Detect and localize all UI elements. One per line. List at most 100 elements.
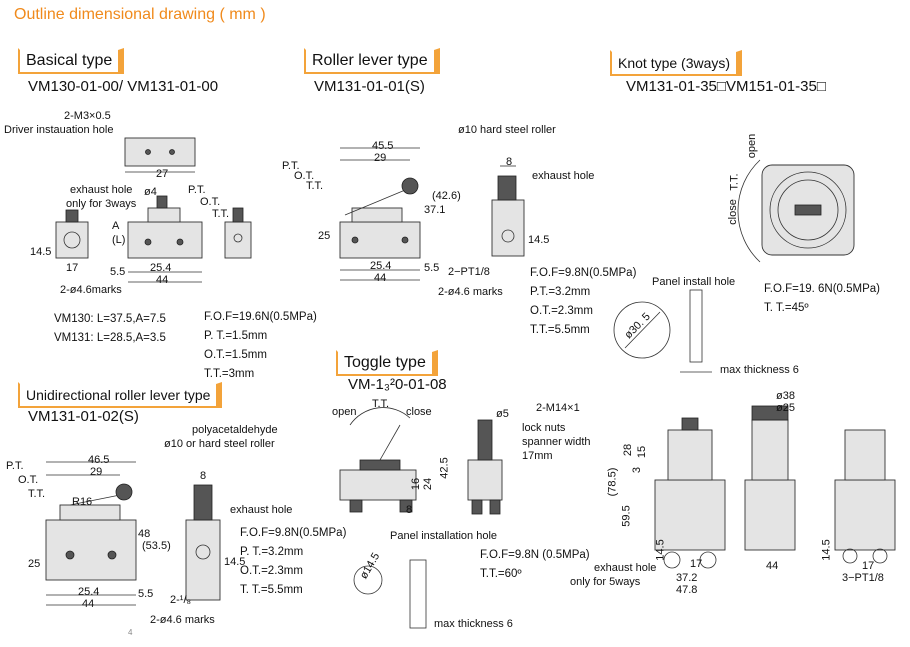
basical-side-view (55, 209, 89, 259)
dim-basical-0: 27 (156, 168, 169, 180)
label-lock3: 17mm (522, 450, 553, 462)
label-close-knot: close (726, 199, 739, 225)
label-m14: 2-M14×1 (536, 402, 580, 414)
dim-roller-8: 8 (506, 156, 513, 168)
label-exhaust-roller: exhaust hole (532, 170, 595, 182)
dim-basical-1: 14.5 (30, 246, 52, 258)
dim-basical-3: 25.4 (150, 262, 172, 274)
specs-knot: F.O.F=19. 6N(0.5MPa) T. T.=45º (764, 280, 880, 318)
label-driver-hole: Driver instauation hole (4, 124, 114, 136)
roller-front-view (339, 147, 421, 281)
spec-basical-fof: F.O.F=19.6N(0.5MPa) (204, 311, 317, 323)
dim-unidir-8: 5.5 (138, 588, 154, 600)
basical-top-view (124, 137, 196, 173)
dim-knot-1: 59.5 (620, 505, 633, 527)
dim-unidir-2: R16 (72, 496, 93, 508)
dim-unidir-4: (53.5) (142, 540, 171, 552)
label-m3: 2-M3×0.5 (64, 110, 111, 122)
dim-roller-1: 29 (374, 152, 387, 164)
dim-unidir-9: 8 (200, 470, 207, 482)
dim-toggle-2: 16 (410, 477, 423, 491)
dim-knot-10: 14.5 (820, 539, 833, 561)
basical-front-view (127, 195, 203, 283)
label-open-knot: open (746, 133, 759, 159)
roller-side-view (491, 165, 525, 257)
label-panel-knot: Panel install hole (652, 276, 736, 288)
label-marks-unidir: 2-ø4.6 marks (150, 614, 215, 626)
dim-roller-6: 44 (374, 272, 387, 284)
dim-basical-8: P.T. (188, 184, 206, 196)
notes-basical: VM130: L=37.5,A=7.5 VM131: L=28.5,A=3.5 (54, 310, 166, 348)
dim-unidir-12: O.T. (18, 474, 39, 486)
note-vm131: VM131: L=28.5,A=3.5 (54, 332, 166, 344)
model-unidirectional: VM131-01-02(S) (28, 408, 139, 425)
section-heading-unidirectional: Unidirectional roller lever type (18, 382, 223, 408)
dim-unidir-10: 14.5 (224, 556, 246, 568)
dim-unidir-0: 46.5 (88, 454, 110, 466)
spec-roller-fof: F.O.F=9.8N(0.5MPa) (530, 267, 637, 279)
dim-unidir-11: P.T. (6, 460, 24, 472)
footer-mark: 4 (128, 628, 133, 637)
toggle-side-view (467, 419, 503, 515)
label-poly1: polyacetaldehyde (192, 424, 278, 436)
spec-knot-tt: T. T.=45º (764, 302, 809, 314)
spec-basical-ot: O.T.=1.5mm (204, 349, 267, 361)
label-pt-unidir: 2-¹/₈ (170, 594, 192, 606)
dim-knot-5: 14.5 (654, 539, 667, 561)
knot-side-detail (744, 405, 796, 551)
dim-knot-0: (78.5) (606, 467, 619, 497)
dim-basical-6: (L) (112, 234, 126, 246)
dim-knot-11: 17 (862, 560, 875, 572)
dim-basical-5: 5.5 (110, 266, 126, 278)
dim-toggle-3: 8 (406, 504, 413, 516)
label-tt-knot: T.T. (728, 173, 741, 191)
dim-unidir-13: T.T. (28, 488, 46, 500)
section-heading-roller: Roller lever type (304, 48, 440, 74)
knot-side-detail-2 (834, 429, 896, 564)
dim-roller-3: (42.6) (432, 190, 461, 202)
section-heading-basical: Basical type (18, 48, 125, 74)
panel-hole-toggle (353, 559, 427, 629)
dim-basical-2: 17 (66, 262, 79, 274)
model-roller: VM131-01-01(S) (314, 78, 425, 95)
label-open-toggle: open (332, 406, 357, 418)
note-vm130: VM130: L=37.5,A=7.5 (54, 313, 166, 325)
knot-top-view (737, 159, 855, 263)
label-pt-roller: 2−PT1/8 (448, 266, 490, 278)
specs-roller: F.O.F=9.8N(0.5MPa) P.T.=3.2mm O.T.=2.3mm… (530, 264, 636, 340)
dim-knot-8: 47.8 (676, 584, 698, 596)
dim-unidir-6: 25.4 (78, 586, 100, 598)
spec-roller-ot: O.T.=2.3mm (530, 305, 593, 317)
label-exhaust-knot: exhaust hole (594, 562, 657, 574)
panel-hole-knot (613, 289, 712, 373)
label-panel-toggle: Panel installation hole (390, 530, 498, 542)
dim-knot-7: 37.2 (676, 572, 698, 584)
dim-knot-4: 3 (631, 466, 644, 474)
spec-basical-tt: T.T.=3mm (204, 368, 255, 380)
dim-basical-9: O.T. (200, 196, 221, 208)
toggle-front-view (339, 407, 417, 513)
dim-roller-12: T.T. (306, 180, 324, 192)
label-close-toggle: close (406, 406, 432, 418)
dim-roller-9: 14.5 (528, 234, 550, 246)
spec-knot-fof: F.O.F=19. 6N(0.5MPa) (764, 283, 880, 295)
dim-knot-2: 28 (622, 443, 635, 457)
label-only3: only for 3ways (66, 198, 137, 210)
section-heading-toggle: Toggle type (336, 350, 438, 376)
spec-toggle-tt: T.T.=60º (480, 568, 522, 580)
knot-front-detail (654, 417, 726, 569)
unidir-side-view (185, 484, 221, 601)
dim-knot-9: 44 (766, 560, 779, 572)
dim-knot-6: 17 (690, 558, 703, 570)
label-d25: ø25 (776, 402, 795, 414)
dim-roller-10: P.T. (282, 160, 300, 172)
spec-roller-pt: P.T.=3.2mm (530, 286, 591, 298)
dim-unidir-3: 48 (138, 528, 151, 540)
label-poly2: ø10 or hard steel roller (164, 438, 275, 450)
label-lock1: lock nuts (522, 422, 566, 434)
label-phi5: ø5 (496, 408, 509, 420)
label-max-toggle: max thickness 6 (434, 618, 513, 630)
label-pt-knot: 3−PT1/8 (842, 572, 884, 584)
specs-toggle: F.O.F=9.8N (0.5MPa) T.T.=60º (480, 546, 590, 584)
